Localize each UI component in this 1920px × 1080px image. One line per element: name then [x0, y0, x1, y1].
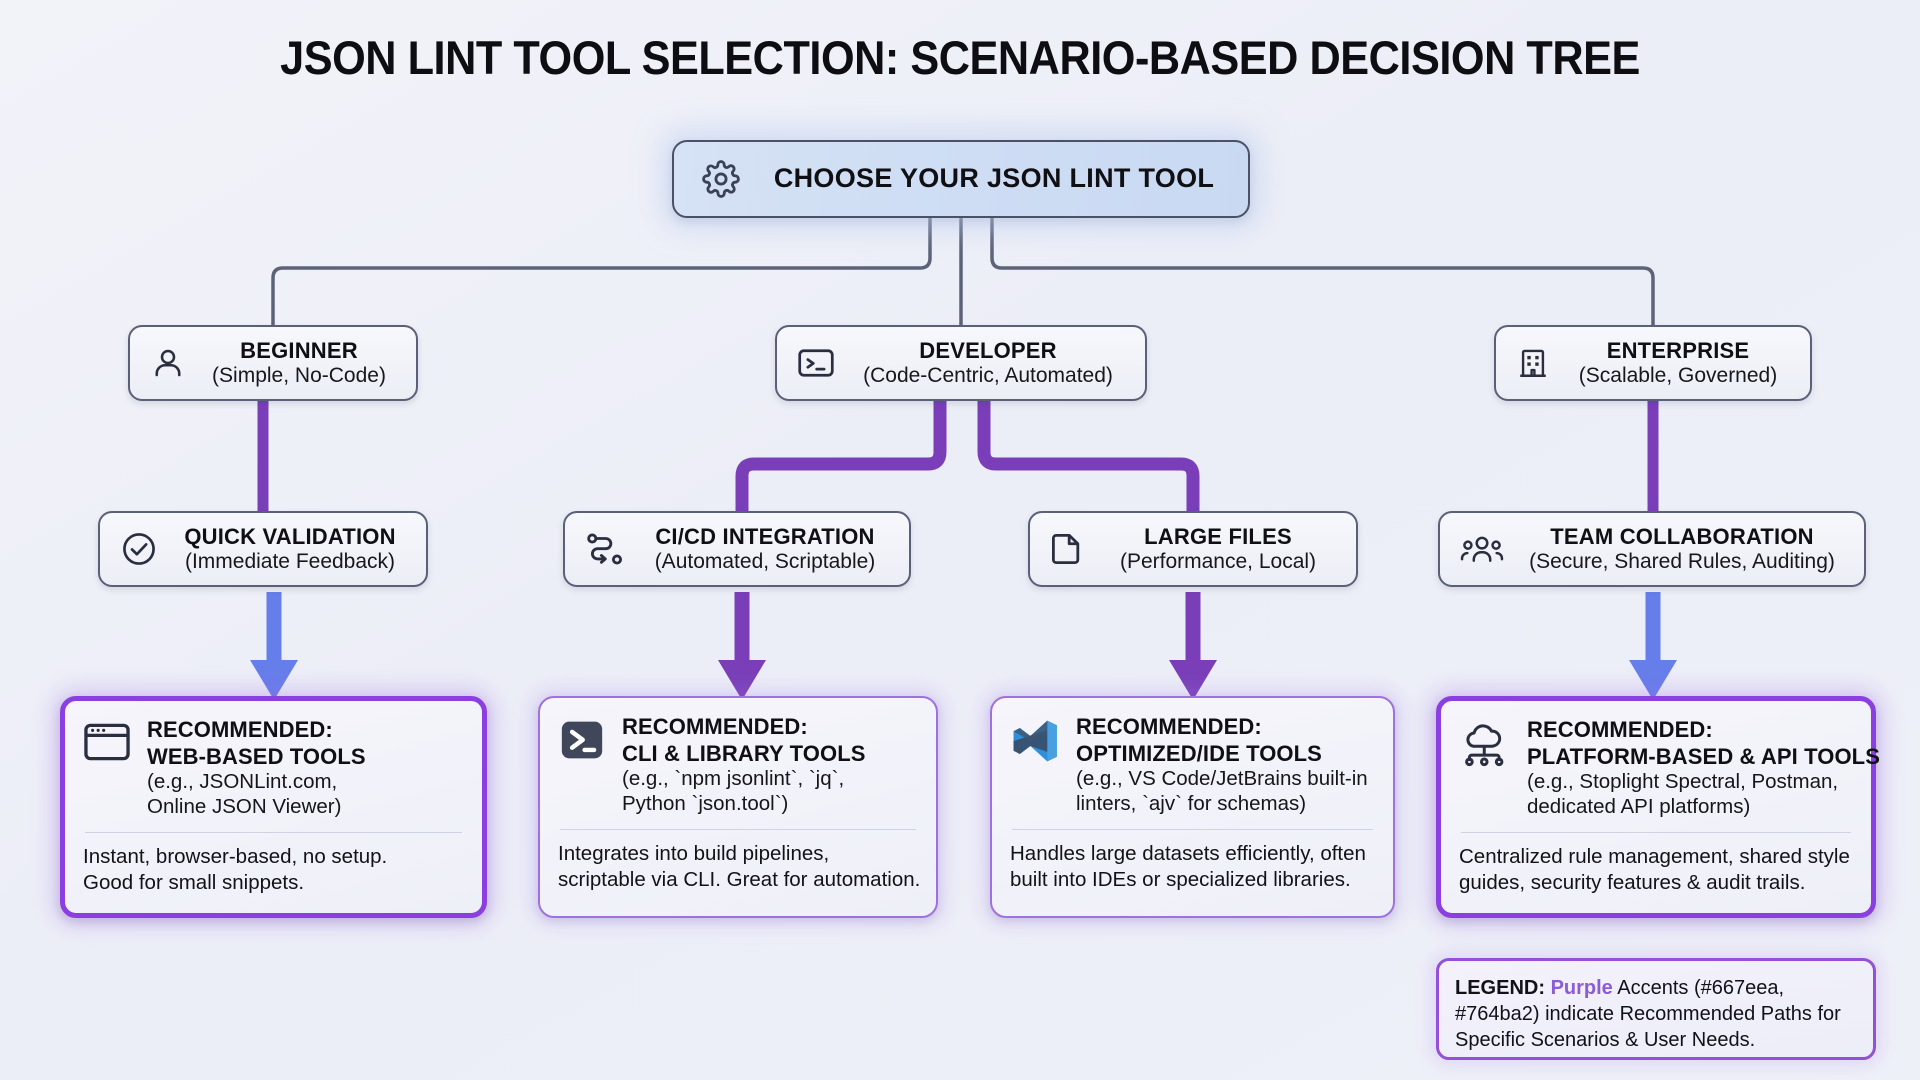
card-desc-1: Instant, browser-based, no setup. [83, 844, 388, 868]
card-heading-1: RECOMMENDED: [622, 714, 808, 739]
recommendation-card-platform[interactable]: RECOMMENDED: PLATFORM-BASED & API TOOLS … [1436, 696, 1880, 918]
persona-title: ENTERPRISE [1606, 338, 1750, 364]
legend-label: LEGEND: [1455, 977, 1545, 999]
recommendation-card-web[interactable]: RECOMMENDED: WEB-BASED TOOLS (e.g., JSON… [60, 696, 487, 918]
persona-node-enterprise[interactable]: ENTERPRISE (Scalable, Governed) [1494, 325, 1812, 401]
terminal-filled-icon [558, 718, 606, 762]
persona-node-beginner[interactable]: BEGINNER (Simple, No-Code) [128, 325, 418, 401]
card-example-1: (e.g., Stoplight Spectral, Postman, [1527, 770, 1839, 794]
arrowhead-team [1629, 660, 1677, 700]
root-node-choose-tool[interactable]: CHOOSE YOUR JSON LINT TOOL [672, 140, 1250, 218]
card-example-2: Online JSON Viewer) [147, 795, 342, 819]
persona-subtitle: (Scalable, Governed) [1578, 363, 1778, 387]
terminal-icon [797, 346, 835, 380]
card-heading-2: OPTIMIZED/IDE TOOLS [1076, 740, 1322, 766]
scenario-title: QUICK VALIDATION [184, 524, 396, 550]
card-example-2: dedicated API platforms) [1527, 795, 1751, 819]
card-divider [1461, 831, 1851, 833]
root-node-label: CHOOSE YOUR JSON LINT TOOL [773, 163, 1215, 194]
legend-purple-word: Purple [1550, 977, 1613, 999]
card-heading-1: RECOMMENDED: [1527, 717, 1713, 742]
legend-line-1-rest: Accents (#667eea, [1612, 977, 1785, 999]
card-heading-2: WEB-BASED TOOLS [147, 743, 366, 769]
browser-window-icon [83, 721, 131, 763]
scenario-node-quick-validation[interactable]: QUICK VALIDATION (Immediate Feedback) [98, 511, 428, 587]
scenario-title: LARGE FILES [1144, 524, 1292, 550]
card-divider [85, 831, 462, 833]
card-example-1: (e.g., `npm jsonlint`, `jq`, [622, 767, 845, 791]
card-heading-2: PLATFORM-BASED & API TOOLS [1527, 743, 1880, 769]
card-desc-1: Centralized rule management, shared styl… [1459, 844, 1850, 868]
check-circle-icon [120, 530, 158, 568]
card-heading-1: RECOMMENDED: [147, 717, 333, 742]
scenario-subtitle: (Immediate Feedback) [184, 549, 396, 573]
legend-line-2: #764ba2) indicate Recommended Paths for [1455, 1003, 1841, 1025]
persona-subtitle: (Code-Centric, Automated) [863, 363, 1113, 387]
page-title: JSON LINT TOOL SELECTION: SCENARIO-BASED… [280, 31, 1640, 84]
building-icon [1516, 345, 1550, 381]
scenario-node-cicd-integration[interactable]: CI/CD INTEGRATION (Automated, Scriptable… [563, 511, 911, 587]
legend-box: LEGEND: Purple Accents (#667eea, #764ba2… [1436, 958, 1876, 1060]
scenario-node-team-collaboration[interactable]: TEAM COLLABORATION (Secure, Shared Rules… [1438, 511, 1866, 587]
scenario-title: CI/CD INTEGRATION [655, 524, 875, 550]
card-desc-1: Integrates into build pipelines, [558, 841, 830, 865]
wire-developer-cicd [735, 401, 947, 511]
card-heading-1: RECOMMENDED: [1076, 714, 1262, 739]
scenario-title: TEAM COLLABORATION [1550, 524, 1814, 550]
vscode-icon [1010, 718, 1060, 764]
persona-subtitle: (Simple, No-Code) [212, 363, 386, 387]
wire-root-enterprise [990, 217, 1655, 327]
people-icon [1460, 532, 1504, 566]
persona-title: DEVELOPER [919, 338, 1057, 364]
card-divider [1012, 828, 1373, 830]
wire-developer-large [977, 401, 1200, 511]
persona-title: BEGINNER [240, 338, 358, 364]
card-desc-2: Good for small snippets. [83, 871, 305, 895]
legend-line-3: Specific Scenarios & User Needs. [1455, 1029, 1756, 1051]
card-example-2: linters, `ajv` for schemas) [1076, 792, 1307, 816]
card-divider [560, 828, 916, 830]
card-desc-2: guides, security features & audit trails… [1459, 871, 1806, 895]
card-example-1: (e.g., JSONLint.com, [147, 770, 338, 794]
arrowhead-large [1169, 660, 1217, 700]
arrowhead-quick [250, 660, 298, 700]
card-desc-1: Handles large datasets efficiently, ofte… [1010, 841, 1366, 865]
scenario-subtitle: (Secure, Shared Rules, Auditing) [1529, 549, 1835, 573]
persona-node-developer[interactable]: DEVELOPER (Code-Centric, Automated) [775, 325, 1147, 401]
gear-icon [702, 160, 740, 198]
scenario-subtitle: (Performance, Local) [1119, 549, 1317, 573]
wire-root-beginner [271, 217, 932, 327]
card-example-2: Python `json.tool`) [622, 792, 789, 816]
recommendation-card-cli[interactable]: RECOMMENDED: CLI & LIBRARY TOOLS (e.g., … [538, 696, 938, 918]
card-heading-2: CLI & LIBRARY TOOLS [622, 740, 866, 766]
scenario-node-large-files[interactable]: LARGE FILES (Performance, Local) [1028, 511, 1358, 587]
card-desc-2: scriptable via CLI. Great for automation… [558, 868, 921, 892]
scenario-subtitle: (Automated, Scriptable) [654, 549, 876, 573]
document-icon [1050, 530, 1084, 568]
card-desc-2: built into IDEs or specialized libraries… [1010, 868, 1351, 892]
arrowhead-cicd [718, 660, 766, 700]
person-icon [150, 345, 186, 381]
recommendation-card-ide[interactable]: RECOMMENDED: OPTIMIZED/IDE TOOLS (e.g., … [990, 696, 1395, 918]
cloud-network-icon [1459, 721, 1511, 767]
card-example-1: (e.g., VS Code/JetBrains built-in [1076, 767, 1368, 791]
pipeline-icon [585, 531, 625, 567]
